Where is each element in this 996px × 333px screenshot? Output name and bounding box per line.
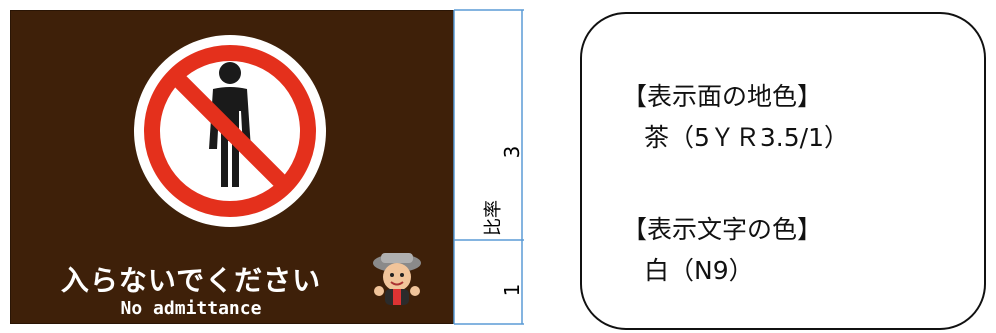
text-color-heading: 【表示文字の色】 (622, 215, 823, 244)
no-entry-person-icon (134, 35, 326, 227)
sign-panel: 入らないでください No admittance (10, 10, 454, 324)
dimension-lines (453, 9, 524, 325)
dimension-ratio-label: 比率 (483, 200, 504, 236)
dimension-bottom-label: 1 (500, 283, 524, 297)
prohibition-graphic (134, 35, 326, 227)
surface-color-value: 茶（5ＹＲ3.5/1） (644, 123, 849, 152)
sign-text-japanese: 入らないでください (60, 264, 322, 297)
color-spec-box: 【表示面の地色】 茶（5ＹＲ3.5/1） 【表示文字の色】 白（N9） (580, 12, 986, 330)
text-color-value: 白（N9） (644, 256, 754, 285)
surface-color-heading: 【表示面の地色】 (622, 82, 823, 111)
mascot-character-icon (373, 253, 421, 305)
dimension-height-label: 3 (500, 145, 524, 159)
sign-text-english: No admittance (120, 298, 262, 319)
